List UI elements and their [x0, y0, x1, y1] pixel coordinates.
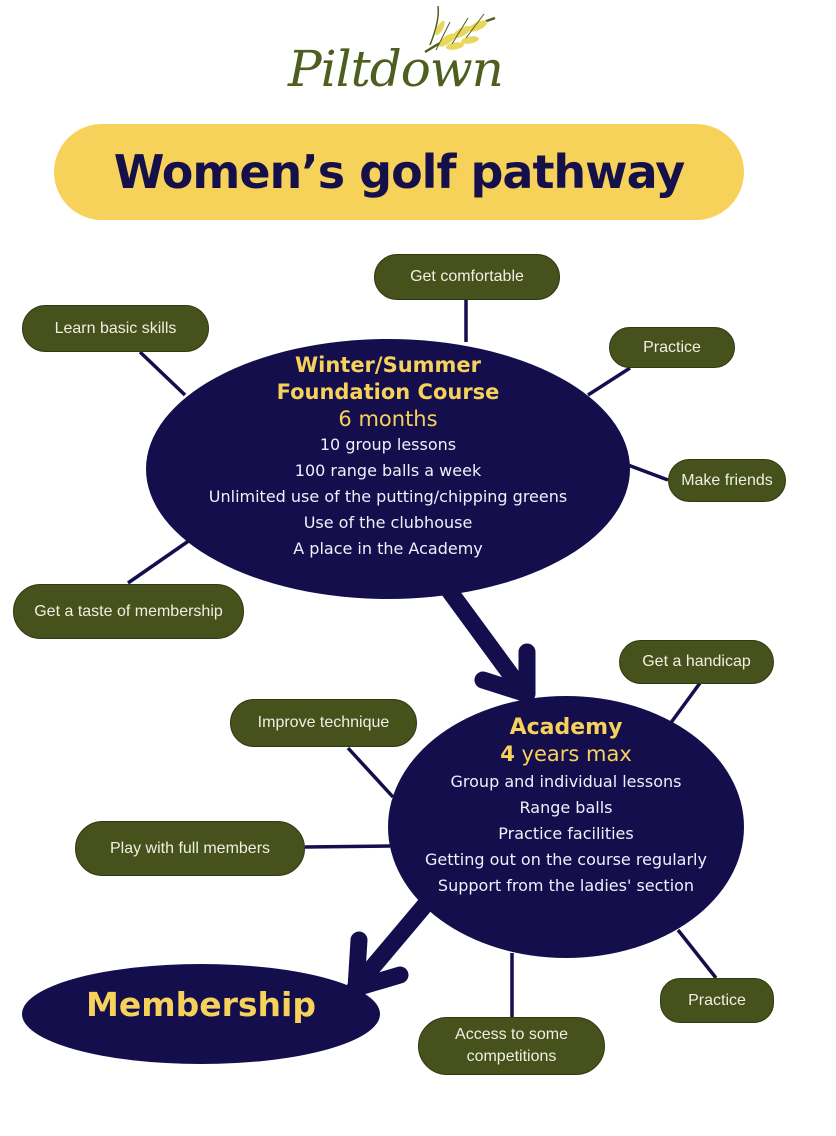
academy-connectors [304, 681, 718, 1017]
membership-title: Membership [86, 985, 316, 1024]
academy-item: Range balls [519, 798, 613, 817]
academy-item: Getting out on the course regularly [425, 850, 707, 869]
connector-get-handicap [668, 681, 702, 726]
academy-duration: 4 years max [398, 741, 734, 767]
benefit-get-comfortable: Get comfortable [374, 254, 560, 300]
connector-practice [587, 366, 631, 397]
academy-title: Academy [509, 715, 623, 740]
arrow-to-academy [436, 576, 536, 703]
academy-item: Support from the ladies' section [437, 876, 695, 895]
connector-practice-2 [676, 928, 718, 980]
benefit-practice-2: Practice [660, 978, 774, 1023]
page-title: Women’s golf pathway [113, 145, 686, 199]
connector-play-full-members [304, 844, 391, 849]
foundation-item: A place in the Academy [293, 539, 483, 558]
connector-make-friends [627, 463, 669, 482]
academy-item: Practice facilities [498, 824, 634, 843]
foundation-item: 10 group lessons [319, 435, 457, 454]
foundation-connectors [127, 300, 669, 585]
logo: Piltdown [288, 40, 504, 98]
academy-duration-rest: years max [514, 742, 632, 766]
title-banner: Women’s golf pathway [54, 124, 744, 220]
benefit-competitions: Access to some competitions [418, 1017, 605, 1075]
benefit-learn-basic-skills: Learn basic skills [22, 305, 209, 352]
benefit-taste-membership: Get a taste of membership [13, 584, 244, 639]
benefit-play-full-members: Play with full members [75, 821, 305, 876]
arrow-to-membership [346, 896, 434, 997]
benefit-improve-technique: Improve technique [230, 699, 417, 747]
connector-learn-basic-skills [138, 350, 187, 397]
foundation-duration: 6 months [338, 407, 438, 431]
membership-node [22, 964, 380, 1064]
foundation-title-line2: Foundation Course [276, 380, 500, 404]
benefit-practice: Practice [609, 327, 735, 368]
academy-node [388, 696, 744, 958]
academy-content: Academy 4 years max Group and individual… [398, 714, 734, 899]
foundation-item: 100 range balls a week [294, 461, 482, 480]
benefit-get-handicap: Get a handicap [619, 640, 774, 684]
academy-item: Group and individual lessons [450, 772, 682, 791]
foundation-item: Unlimited use of the putting/chipping gr… [208, 487, 568, 506]
academy-duration-number: 4 [500, 742, 515, 766]
foundation-title-line1: Winter/Summer [294, 353, 482, 377]
wheat-sprig-icon [424, 5, 496, 54]
connector-improve-technique [346, 746, 395, 799]
foundation-content: Winter/Summer Foundation Course 6 months… [168, 352, 608, 562]
connector-taste-membership [127, 538, 191, 585]
foundation-course-node [146, 339, 630, 599]
foundation-item: Use of the clubhouse [303, 513, 473, 532]
benefit-make-friends: Make friends [668, 459, 786, 502]
